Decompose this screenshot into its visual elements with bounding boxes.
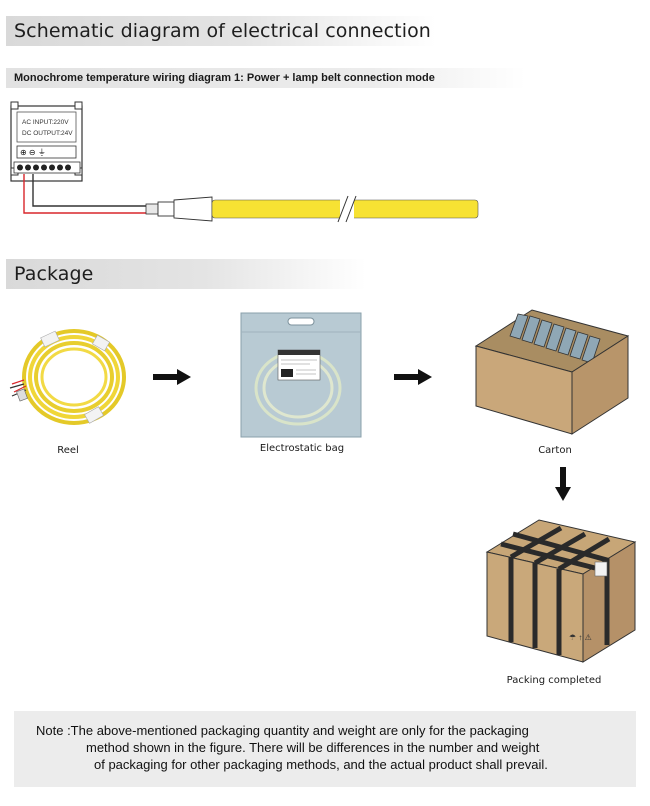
power-supply-input-label: AC INPUT:220V	[22, 119, 69, 126]
sealed-carton-icon: ☂ ↑ ⚠	[485, 519, 637, 663]
strip-connector-icon	[145, 196, 213, 222]
wiring-section-title: Schematic diagram of electrical connecti…	[6, 16, 436, 46]
arrow-icon	[153, 369, 191, 385]
power-supply-output-label: DC OUTPUT:24V	[22, 130, 73, 137]
wiring-section-title-text: Schematic diagram of electrical connecti…	[14, 20, 431, 42]
package-section-title-text: Package	[14, 263, 94, 285]
note-line-3: of packaging for other packaging methods…	[94, 757, 548, 772]
note-line-1: Note :The above-mentioned packaging quan…	[36, 723, 529, 738]
svg-text:⊕ ⊖ ⏚: ⊕ ⊖ ⏚	[20, 148, 46, 157]
wiring-subtitle: Monochrome temperature wiring diagram 1:…	[6, 68, 526, 88]
packing-completed-label: Packing completed	[506, 675, 602, 686]
power-supply-icon: AC INPUT:220V DC OUTPUT:24V ⊕ ⊖ ⏚	[10, 101, 83, 182]
wiring-subtitle-text: Monochrome temperature wiring diagram 1:…	[14, 72, 435, 84]
led-strip-icon	[211, 195, 479, 223]
negative-wire	[32, 174, 148, 207]
positive-wire	[23, 174, 148, 214]
arrow-icon	[394, 369, 432, 385]
open-carton-icon	[474, 309, 630, 435]
note-box: Note :The above-mentioned packaging quan…	[14, 711, 636, 787]
carton-label: Carton	[538, 445, 572, 456]
wiring-diagram: AC INPUT:220V DC OUTPUT:24V ⊕ ⊖ ⏚	[10, 101, 479, 223]
reel-label: Reel	[57, 445, 79, 456]
svg-text:☂ ↑ ⚠: ☂ ↑ ⚠	[569, 633, 592, 642]
electrostatic-bag-label: Electrostatic bag	[259, 443, 345, 454]
led-reel-icon	[9, 329, 126, 425]
package-section-title: Package	[6, 259, 366, 289]
arrow-down-icon	[555, 467, 571, 501]
electrostatic-bag-icon	[240, 312, 362, 438]
note-line-2: method shown in the figure. There will b…	[86, 740, 540, 755]
